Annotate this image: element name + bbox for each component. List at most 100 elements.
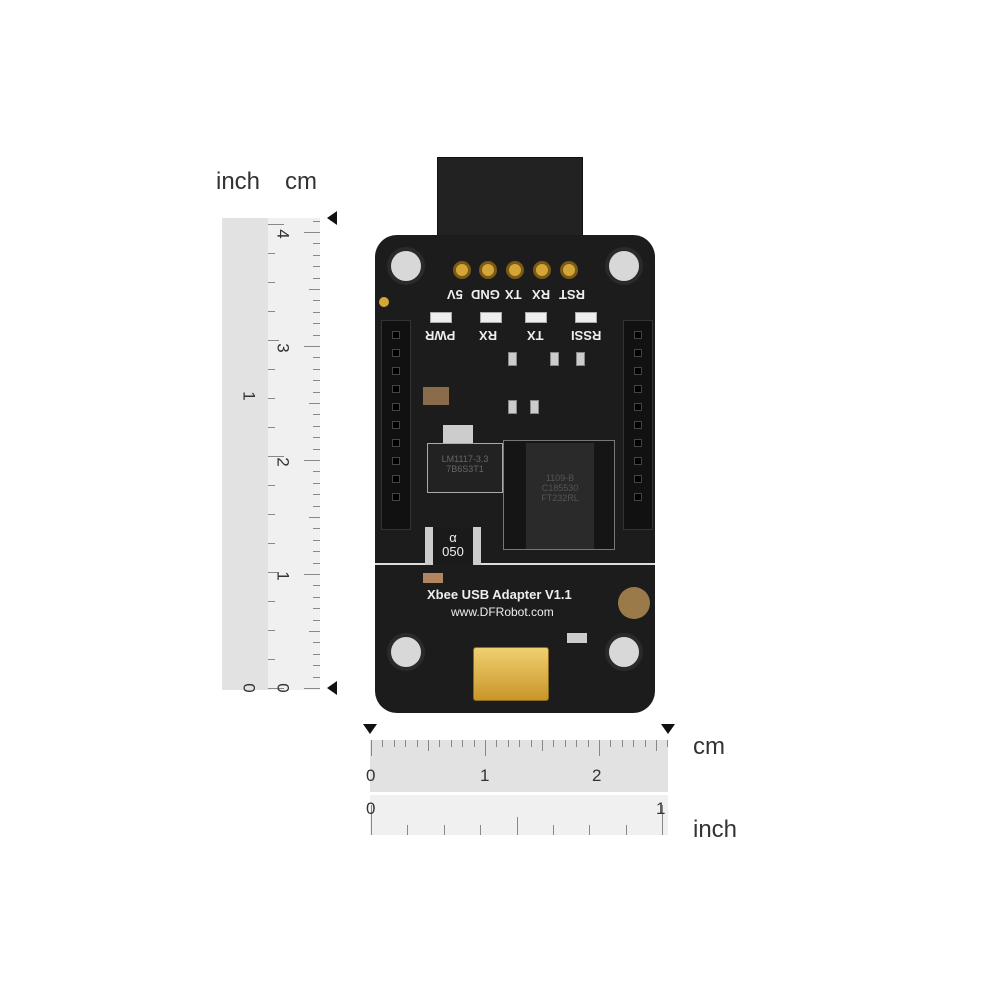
- mount-hole: [605, 633, 643, 671]
- led-rssi: [575, 312, 597, 323]
- cm-tick: [644, 740, 646, 747]
- cm-label-4: 4: [273, 229, 293, 239]
- cm-scale-horizontal: [370, 740, 668, 792]
- bottom-marker-icon: [327, 681, 337, 695]
- inch-tick: [268, 456, 284, 457]
- cm-tick: [485, 740, 486, 756]
- cm-tick: [667, 740, 669, 747]
- cm-tick: [313, 266, 320, 268]
- pin-rx: [533, 261, 551, 279]
- cm-tick: [313, 414, 320, 416]
- led-label-pwr: PWR: [425, 328, 456, 343]
- inch-tick: [268, 282, 275, 283]
- inch-tick: [268, 601, 275, 602]
- led-label-tx: TX: [527, 328, 544, 343]
- pin-label-tx: TX: [505, 287, 522, 302]
- chip-text-2: C185530: [541, 483, 579, 493]
- regulator-tab: [443, 425, 473, 443]
- inch-tick: [268, 659, 275, 660]
- pin-label-5v: 5V: [447, 287, 463, 302]
- cm-tick: [313, 505, 320, 507]
- inch-tick: [268, 398, 275, 399]
- cm-tick: [313, 642, 320, 644]
- inch-tick: [268, 514, 275, 515]
- fuse-text-2: 050: [442, 544, 464, 559]
- cm-tick: [428, 740, 429, 751]
- resistor: [550, 352, 559, 366]
- cm-label-1: 1: [273, 571, 293, 581]
- cm-label-0: 0: [273, 683, 293, 693]
- cm-tick: [313, 494, 320, 496]
- inch-tick: [371, 805, 372, 835]
- board-url: www.DFRobot.com: [451, 605, 554, 619]
- inch-tick: [662, 805, 664, 835]
- inch-tick: [268, 427, 275, 428]
- inch-tick: [268, 253, 275, 254]
- resistor: [576, 352, 585, 366]
- pin-tx: [506, 261, 524, 279]
- inch-tick: [443, 825, 445, 835]
- cm-tick: [633, 740, 635, 747]
- mount-hole: [387, 247, 425, 285]
- cm-unit-label: cm: [285, 168, 317, 195]
- cm-tick: [313, 300, 320, 302]
- cm-tick: [309, 517, 320, 518]
- cm-tick: [621, 740, 623, 747]
- board-title: Xbee USB Adapter V1.1: [427, 587, 572, 602]
- inch-tick: [268, 224, 284, 225]
- cm-tick: [564, 740, 566, 747]
- regulator-text-1: LM1117-3.3: [441, 454, 489, 464]
- cm-tick: [309, 289, 320, 290]
- top-marker-icon: [327, 211, 337, 225]
- cm-tick: [313, 653, 320, 655]
- cm-tick: [507, 740, 509, 747]
- chip-text-3: FT232RL: [541, 493, 579, 503]
- cm-tick: [553, 740, 555, 747]
- cm-unit-label-h: cm: [693, 733, 725, 760]
- xbee-usb-adapter-board: 5V GND TX RX RST PWR RX TX RSSI LM1117-3…: [375, 235, 655, 713]
- left-marker-icon: [363, 724, 377, 734]
- inch-tick: [553, 825, 554, 835]
- cm-tick: [313, 676, 320, 678]
- cm-label-3: 3: [273, 343, 293, 353]
- cm-tick: [371, 740, 372, 756]
- cm-tick: [313, 471, 320, 473]
- cm-tick: [313, 357, 320, 359]
- cm-tick: [576, 740, 578, 747]
- ft232rl-chip: 1109-B C185530 FT232RL: [526, 443, 594, 549]
- inch-scale-horizontal: [370, 795, 668, 835]
- resistor: [508, 400, 517, 414]
- cm-tick: [313, 220, 320, 222]
- cm-tick: [313, 380, 320, 382]
- cm-tick: [304, 460, 320, 461]
- cm-tick: [313, 277, 320, 279]
- inch-tick: [268, 630, 275, 631]
- chip-text-1: 1109-B: [545, 473, 575, 483]
- cm-tick: [519, 740, 521, 747]
- polyfuse: α 050: [425, 527, 481, 565]
- cm-tick: [313, 254, 320, 256]
- inch-tick: [407, 825, 409, 835]
- led-pwr: [430, 312, 452, 323]
- cm-tick: [304, 688, 320, 689]
- cm-tick: [496, 740, 498, 747]
- cm-tick: [304, 232, 320, 233]
- inch-unit-label-h: inch: [693, 816, 738, 843]
- inch-scale-vertical: [222, 218, 268, 690]
- inch-tick: [268, 369, 275, 370]
- cm-tick: [530, 740, 532, 747]
- fuse-text-1: α: [449, 530, 457, 545]
- cm-tick: [473, 740, 475, 747]
- diode: [567, 633, 587, 643]
- inch-label-0: 0: [239, 683, 259, 693]
- inch-label-h-0: 0: [366, 799, 376, 818]
- inch-tick: [268, 543, 275, 544]
- inch-tick: [516, 817, 518, 835]
- cm-tick: [542, 740, 543, 751]
- inch-tick: [268, 311, 275, 312]
- inch-label-1: 1: [239, 391, 259, 401]
- micro-usb-port[interactable]: [473, 647, 549, 701]
- cm-tick: [462, 740, 464, 747]
- cm-tick: [313, 243, 320, 245]
- cm-tick: [587, 740, 589, 747]
